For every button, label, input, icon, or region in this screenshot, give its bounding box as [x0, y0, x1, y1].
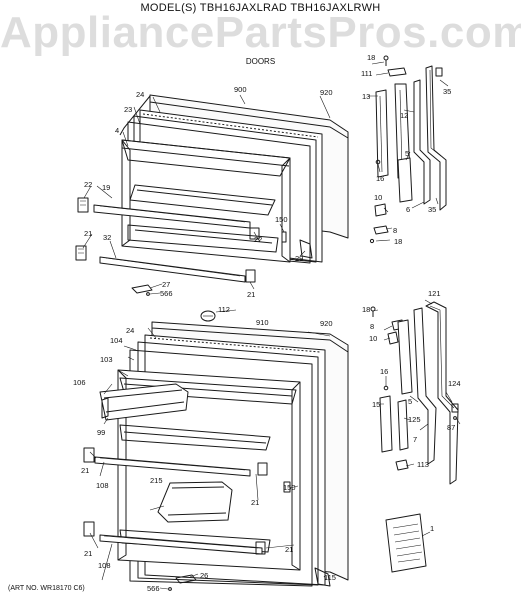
callout: 5 — [408, 397, 412, 406]
callout: 112 — [218, 305, 230, 314]
callout: 35 — [443, 87, 451, 96]
callout: 108 — [96, 481, 109, 490]
handle-trim-35 — [425, 65, 447, 211]
callout: 8 — [370, 322, 374, 331]
callout: 21 — [84, 229, 92, 238]
callout: 22 — [254, 235, 262, 244]
hinge-bracket-5 — [397, 319, 413, 395]
bin-106 — [99, 383, 189, 421]
callout: 21 — [81, 466, 89, 475]
callout: 115 — [324, 573, 336, 582]
shelf-bar-32 — [99, 256, 246, 283]
callout: 108 — [98, 561, 111, 570]
callout: 19 — [102, 183, 110, 192]
callout: 24 — [136, 90, 144, 99]
callout: 104 — [110, 336, 123, 345]
callout: 18 — [394, 237, 402, 246]
callout: 150 — [275, 215, 288, 224]
callout: 10 — [374, 193, 382, 202]
callout: 900 — [234, 85, 247, 94]
callout: 6 — [406, 205, 410, 214]
callout: 150 — [283, 483, 296, 492]
callout: 103 — [100, 355, 113, 364]
callout: 21 — [251, 498, 259, 507]
callout: 7 — [413, 435, 417, 444]
stop-113 — [395, 459, 409, 471]
section-title: DOORS — [245, 57, 276, 66]
callout: 12 — [400, 111, 408, 120]
callout: 23 — [124, 105, 132, 114]
trim-strip-125 — [397, 399, 409, 451]
callout: 16 — [380, 367, 388, 376]
callout: 21 — [285, 545, 293, 554]
trim-strip-13 — [375, 89, 389, 178]
freezer-door-assembly — [83, 309, 349, 591]
callout: 125 — [408, 415, 421, 424]
hinge-5 — [397, 157, 413, 203]
callout: 920 — [320, 88, 333, 97]
callout: 920 — [320, 319, 333, 328]
callout: 10 — [369, 334, 377, 343]
callout: 18 — [367, 53, 375, 62]
door-liner-4 — [121, 139, 291, 263]
trim-strip-15 — [379, 395, 393, 453]
handle-insert-6 — [413, 79, 431, 205]
callout: 21 — [84, 549, 92, 558]
end-cap-35 — [435, 67, 443, 77]
callout: 22 — [84, 180, 92, 189]
fresh-food-door-assembly — [75, 94, 349, 296]
callout: 566 — [147, 584, 160, 593]
art-number: (ART NO. WR18170 C6) — [8, 585, 85, 592]
callout: 15 — [372, 400, 380, 409]
callout: 215 — [150, 476, 163, 485]
callout: 27 — [162, 280, 170, 289]
callout: 18 — [362, 305, 370, 314]
callout: 24 — [126, 326, 134, 335]
end-cap-87 — [451, 403, 459, 413]
callout: 113 — [417, 460, 429, 469]
instruction-card-1 — [385, 513, 427, 573]
callout: 21 — [247, 290, 255, 299]
shelf-bar-lower-108a — [94, 456, 251, 477]
model-number-heading: MODEL(S) TBH16JAXLRAD TBH16JAXLRWH — [140, 2, 381, 14]
callout: 13 — [362, 92, 370, 101]
callout: 106 — [73, 378, 86, 387]
handle-insert-7 — [413, 307, 437, 465]
callout-labels: 18 111 35 920 900 24 13 12 23 4 5 16 22 … — [73, 53, 461, 593]
callout: 1 — [430, 524, 434, 533]
callout: 29 — [295, 254, 303, 263]
callout: 26 — [200, 571, 208, 580]
freezer-hinge-hardware — [370, 299, 461, 573]
callout: 32 — [103, 233, 111, 242]
callout: 4 — [115, 126, 119, 135]
callout: 8 — [393, 226, 397, 235]
bin-215 — [157, 481, 233, 523]
callout: 124 — [448, 379, 461, 388]
callout: 566 — [160, 289, 173, 298]
watermark: AppliancePartsPros.com — [0, 8, 521, 57]
callout: 16 — [376, 174, 384, 183]
hinge-cap-111 — [387, 67, 407, 77]
callout: 99 — [97, 428, 105, 437]
callout: 87 — [447, 423, 455, 432]
callout: 35 — [428, 205, 436, 214]
callout: 111 — [361, 69, 372, 78]
bushing-10 — [374, 203, 387, 217]
hinge-pin-8 — [373, 225, 389, 235]
fresh-food-hinge-hardware — [368, 55, 449, 244]
upper-shelf — [121, 139, 291, 177]
callout: 5 — [405, 149, 409, 158]
bushing-10-lower — [387, 331, 399, 345]
callout: 910 — [256, 318, 269, 327]
callout: 121 — [428, 289, 441, 298]
